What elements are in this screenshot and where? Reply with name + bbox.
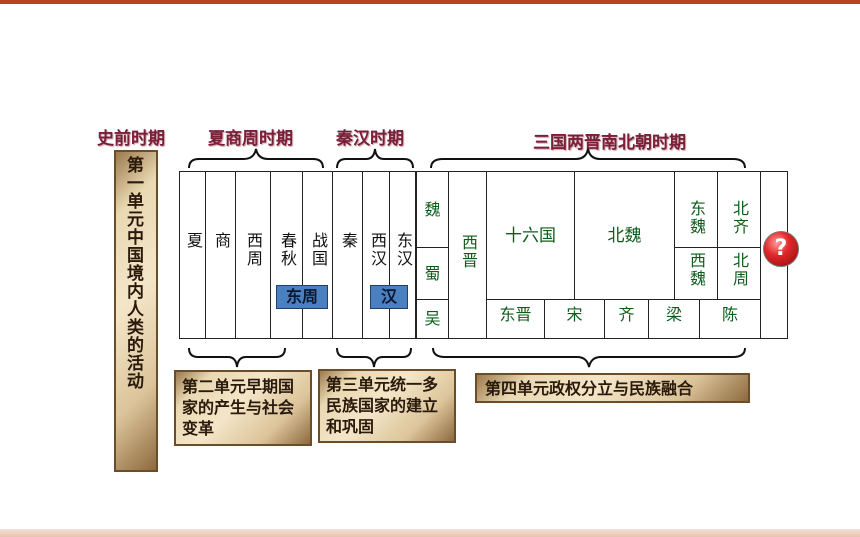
- brace-three-kingdoms: [430, 148, 746, 169]
- cell-wu: 吴: [416, 299, 449, 339]
- brace-unit4: [432, 347, 746, 368]
- unit1-text: 第一单元中国境内人类的活动: [123, 156, 143, 390]
- cell-northern-qi: 北齐: [717, 171, 761, 248]
- cell-western-zhou: 西周: [235, 171, 271, 339]
- unit1-banner: 第一单元中国境内人类的活动: [114, 150, 158, 472]
- cell-wei-label: 魏: [424, 200, 441, 219]
- cell-warring-states: 战国: [302, 171, 333, 339]
- unit2-banner: 第二单元早期国家的产生与社会变革: [174, 370, 312, 446]
- cell-qi: 齐: [604, 299, 649, 339]
- cell-western-han: 西汉: [362, 171, 390, 339]
- period-prehistoric: 史前时期: [97, 129, 165, 149]
- brace-qin-han: [336, 148, 414, 169]
- cell-western-han-label: 西汉: [368, 232, 387, 268]
- cell-sixteen-kingdoms: 十六国: [486, 171, 575, 300]
- question-mark-icon[interactable]: ?: [763, 231, 799, 267]
- cell-liang-label: 梁: [665, 305, 682, 324]
- cell-eastern-wei-label: 东魏: [687, 200, 706, 236]
- cell-song-label: 宋: [566, 305, 583, 324]
- cell-shu: 蜀: [416, 247, 449, 300]
- cell-warring-states-label: 战国: [309, 232, 328, 268]
- top-accent-bar: [0, 0, 860, 4]
- cell-eastern-jin: 东晋: [486, 299, 545, 339]
- unit3-text: 第三单元统一多民族国家的建立和巩固: [326, 375, 439, 436]
- cell-chen-label: 陈: [721, 305, 738, 324]
- brace-unit2: [188, 347, 286, 368]
- cell-spring-autumn-label: 春秋: [278, 232, 297, 268]
- bottom-accent-bar: [0, 529, 860, 537]
- cell-qin: 秦: [332, 171, 363, 339]
- tag-eastern-zhou: 东周: [276, 285, 328, 309]
- cell-eastern-han: 东汉: [389, 171, 416, 339]
- cell-shu-label: 蜀: [424, 264, 441, 283]
- cell-song: 宋: [544, 299, 605, 339]
- cell-spring-autumn: 春秋: [270, 171, 303, 339]
- cell-western-jin: 西晋: [448, 171, 487, 339]
- unit4-text: 第四单元政权分立与民族融合: [485, 379, 694, 398]
- cell-northern-wei: 北魏: [574, 171, 675, 300]
- cell-western-wei: 西魏: [674, 247, 718, 300]
- cell-northern-zhou: 北周: [717, 247, 761, 300]
- cell-eastern-wei: 东魏: [674, 171, 718, 248]
- cell-northern-qi-label: 北齐: [730, 200, 749, 236]
- cell-qi-label: 齐: [618, 305, 635, 324]
- cell-sixteen-kingdoms-label: 十六国: [505, 226, 556, 246]
- period-xia-shang-zhou: 夏商周时期: [208, 129, 293, 149]
- cell-liang: 梁: [648, 299, 700, 339]
- tag-han: 汉: [370, 285, 408, 309]
- cell-xia-label: 夏: [184, 232, 203, 250]
- cell-northern-zhou-label: 北周: [730, 252, 749, 288]
- cell-xia: 夏: [179, 171, 206, 339]
- cell-wu-label: 吴: [424, 309, 441, 328]
- cell-chen: 陈: [699, 299, 761, 339]
- cell-shang-label: 商: [212, 232, 231, 250]
- unit2-text: 第二单元早期国家的产生与社会变革: [182, 377, 295, 438]
- cell-western-zhou-label: 西周: [244, 232, 263, 268]
- cell-western-wei-label: 西魏: [687, 252, 706, 288]
- brace-xia-shang-zhou: [188, 148, 324, 169]
- period-three-kingdoms: 三国两晋南北朝时期: [533, 133, 686, 153]
- cell-qin-label: 秦: [339, 232, 358, 250]
- brace-unit3: [336, 347, 412, 368]
- unit3-banner: 第三单元统一多民族国家的建立和巩固: [318, 369, 456, 443]
- cell-wei: 魏: [416, 171, 449, 248]
- unit4-banner: 第四单元政权分立与民族融合: [475, 373, 750, 403]
- cell-shang: 商: [205, 171, 236, 339]
- period-qin-han: 秦汉时期: [336, 129, 404, 149]
- cell-western-jin-label: 西晋: [459, 234, 478, 270]
- cell-northern-wei-label: 北魏: [607, 226, 642, 246]
- cell-eastern-jin-label: 东晋: [499, 305, 532, 324]
- cell-eastern-han-label: 东汉: [394, 232, 413, 268]
